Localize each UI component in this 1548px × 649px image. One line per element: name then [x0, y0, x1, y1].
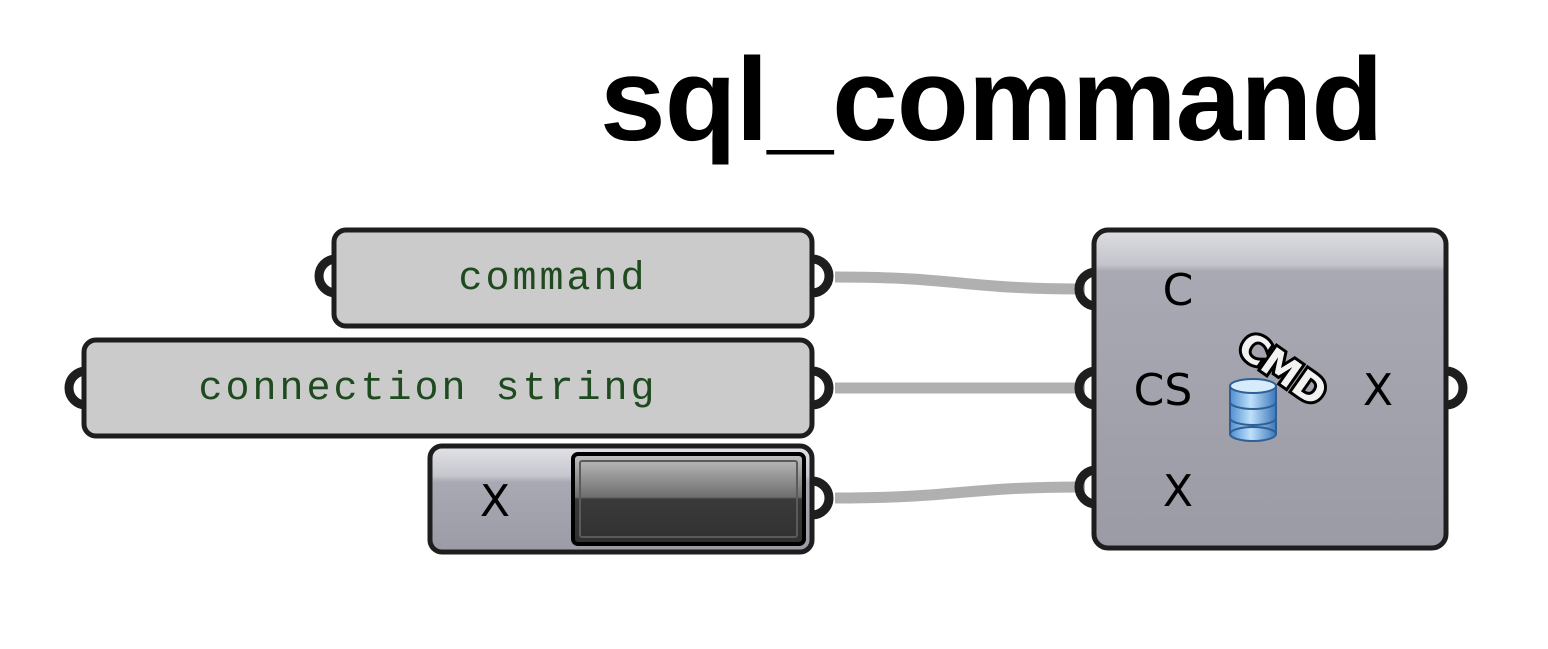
wire-command-to-c[interactable] — [834, 271, 1086, 295]
boolean-toggle-label: X — [480, 476, 510, 527]
command-panel-input-grip[interactable] — [314, 254, 337, 298]
command-panel-body — [331, 227, 815, 329]
component-title: sql_command — [600, 34, 1383, 166]
connection-string-panel-body — [81, 337, 815, 439]
wire-toggle-to-x[interactable] — [834, 481, 1086, 504]
database-cylinder-icon — [1229, 378, 1277, 442]
input-grip-x[interactable] — [1074, 465, 1097, 509]
input-label-x: X — [1163, 466, 1193, 517]
input-grip-cs[interactable] — [1074, 366, 1097, 410]
command-panel-text: command — [458, 257, 647, 302]
connection-string-panel-output-grip[interactable] — [811, 366, 834, 410]
wires — [834, 271, 1086, 504]
command-panel-output-grip[interactable] — [811, 254, 834, 298]
boolean-toggle-switch-inner-border — [579, 460, 798, 538]
connection-string-panel-text: connection string — [198, 367, 657, 412]
boolean-toggle[interactable]: X — [427, 443, 834, 555]
connection-string-panel-input-grip[interactable] — [64, 366, 87, 410]
input-label-c: C — [1163, 265, 1194, 316]
output-grip-x[interactable] — [1445, 366, 1468, 410]
connection-string-panel[interactable]: connection string — [64, 337, 834, 439]
command-panel[interactable]: command — [314, 227, 834, 329]
input-grip-c[interactable] — [1074, 267, 1097, 311]
boolean-toggle-switch[interactable] — [571, 452, 806, 546]
boolean-toggle-output-grip[interactable] — [811, 476, 834, 520]
output-label-x: X — [1363, 365, 1393, 416]
input-label-cs: CS — [1134, 365, 1193, 416]
sql-command-component[interactable]: C CS X X CMD — [1074, 227, 1468, 551]
